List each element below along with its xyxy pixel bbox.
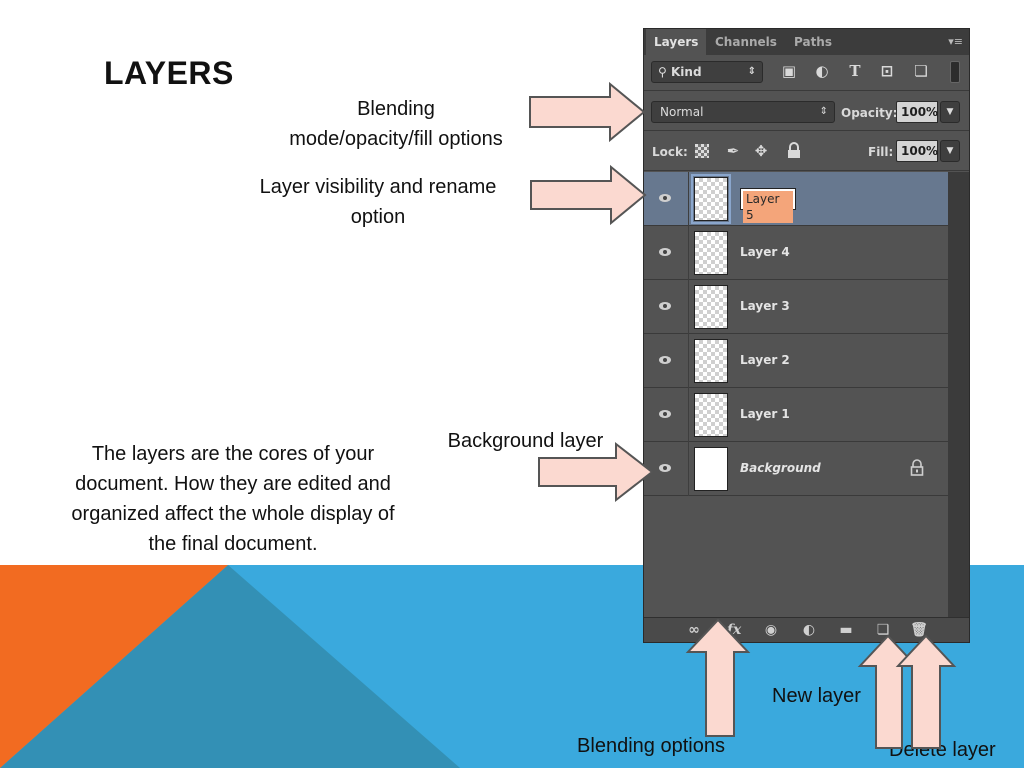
teal-triangle <box>0 565 460 768</box>
layer-thumbnail[interactable] <box>694 339 728 383</box>
select-arrows-icon: ⇕ <box>747 66 756 77</box>
layer-name[interactable]: Layer 4 <box>740 245 790 259</box>
visibility-eye-icon[interactable] <box>657 190 673 206</box>
image-filter-icon[interactable]: ▣ <box>781 62 797 80</box>
visibility-separator <box>688 442 689 496</box>
caption-blending: Blending mode/opacity/fill options <box>256 94 536 154</box>
visibility-eye-icon[interactable] <box>657 244 673 260</box>
layer-rename-input[interactable]: Layer 5 <box>740 188 796 223</box>
type-filter-icon[interactable]: T <box>849 62 861 80</box>
layer-row-background[interactable]: Background <box>644 442 948 496</box>
slide-title: LAYERS <box>104 55 234 91</box>
delete-layer-icon[interactable]: 🗑 <box>910 622 928 638</box>
fill-label: Fill: <box>868 145 894 159</box>
fill-value: 100% <box>901 144 939 158</box>
caption-description-line1: The layers are the cores of your <box>91 443 375 465</box>
layer-thumbnail[interactable] <box>694 447 728 491</box>
visibility-eye-icon[interactable] <box>657 352 673 368</box>
layer-thumbnail[interactable] <box>691 174 731 224</box>
orange-triangle <box>0 565 228 768</box>
fill-dropdown-button[interactable]: ▼ <box>940 140 960 162</box>
shape-filter-icon[interactable]: ⊡ <box>880 62 894 80</box>
tab-paths[interactable]: Paths <box>794 35 832 49</box>
caption-blending-line1: Blending <box>357 98 435 120</box>
layer-thumbnail[interactable] <box>694 285 728 329</box>
link-layers-icon[interactable]: ∞ <box>688 622 700 638</box>
layers-scrollbar[interactable] <box>948 172 969 617</box>
adjustment-layer-icon[interactable]: ◐ <box>802 622 816 638</box>
tab-channels[interactable]: Channels <box>715 35 777 49</box>
layer-row-5[interactable]: Layer 5 <box>644 172 948 226</box>
caption-description-line3: organized affect the whole display of <box>71 503 395 525</box>
visibility-eye-icon[interactable] <box>657 460 673 476</box>
visibility-eye-icon[interactable] <box>657 298 673 314</box>
lock-position-icon[interactable]: ✥ <box>754 142 768 160</box>
opacity-label: Opacity: <box>841 106 898 120</box>
adjustment-filter-icon[interactable]: ◐ <box>815 62 829 80</box>
layer-name-editing: Layer 5 <box>743 191 793 223</box>
visibility-separator <box>688 388 689 442</box>
layer-name[interactable]: Layer 3 <box>740 299 790 313</box>
caption-description: The layers are the cores of your documen… <box>28 439 438 559</box>
caption-blending-line2: mode/opacity/fill options <box>289 128 503 150</box>
caption-visibility-line1: Layer visibility and rename <box>259 176 497 198</box>
caption-description-line4: the final document. <box>148 533 318 555</box>
panel-divider <box>644 130 969 131</box>
lock-all-icon[interactable] <box>787 142 801 159</box>
visibility-separator <box>688 334 689 388</box>
caption-blending-options: Blending options <box>577 735 725 757</box>
caption-description-line2: document. How they are edited and <box>75 473 391 495</box>
layer-thumbnail[interactable] <box>694 393 728 437</box>
visibility-separator <box>688 280 689 334</box>
add-mask-icon[interactable]: ◉ <box>764 622 778 638</box>
panel-tab-bar: Layers Channels Paths ▾≡ <box>644 29 969 55</box>
filter-toggle-icon[interactable] <box>950 61 960 83</box>
arrow-blending <box>529 81 646 143</box>
caption-visibility-line2: option <box>350 206 406 228</box>
layer-name[interactable]: Layer 1 <box>740 407 790 421</box>
slide-background-triangles <box>0 565 460 768</box>
caption-visibility: Layer visibility and rename option <box>228 172 528 232</box>
blend-mode-value: Normal <box>660 105 704 119</box>
search-icon: ⚲ <box>658 65 667 79</box>
new-layer-icon[interactable]: ❏ <box>876 622 890 638</box>
visibility-separator <box>688 172 689 226</box>
select-arrows-icon: ⇕ <box>819 106 828 117</box>
panel-bottom-bar: ∞ fx ◉ ◐ ▬ ❏ 🗑 <box>644 617 969 642</box>
layer-row-3[interactable]: Layer 3 <box>644 280 948 334</box>
opacity-input[interactable]: 100% <box>896 101 938 123</box>
fill-input[interactable]: 100% <box>896 140 938 162</box>
fx-icon[interactable]: fx <box>726 622 742 638</box>
opacity-value: 100% <box>901 105 939 119</box>
visibility-eye-icon[interactable] <box>657 406 673 422</box>
lock-icon[interactable] <box>910 459 924 477</box>
layers-list: Layer 5 Layer 4 Layer 3 Layer 2 Layer 1 <box>644 172 948 496</box>
caption-background-layer: Background layer <box>447 430 604 452</box>
tab-layers[interactable]: Layers <box>646 29 707 55</box>
caption-delete-layer: Delete layer <box>889 739 996 761</box>
panel-menu-icon[interactable]: ▾≡ <box>948 35 963 48</box>
filter-kind-label: Kind <box>670 65 702 79</box>
arrow-visibility <box>530 164 647 226</box>
lock-label: Lock: <box>652 145 688 159</box>
blend-mode-select[interactable]: Normal ⇕ <box>651 101 835 123</box>
panel-divider <box>644 170 969 171</box>
layer-name[interactable]: Layer 2 <box>740 353 790 367</box>
panel-divider <box>644 90 969 91</box>
lock-transparent-pixels-icon[interactable] <box>695 144 709 158</box>
layer-thumbnail[interactable] <box>694 231 728 275</box>
layer-row-2[interactable]: Layer 2 <box>644 334 948 388</box>
layer-row-4[interactable]: Layer 4 <box>644 226 948 280</box>
layer-row-1[interactable]: Layer 1 <box>644 388 948 442</box>
caption-new-layer: New layer <box>772 685 861 707</box>
visibility-separator <box>688 226 689 280</box>
layers-panel: Layers Channels Paths ▾≡ ⚲ Kind ⇕ ▣ ◐ T … <box>643 28 970 643</box>
smart-object-filter-icon[interactable]: ❏ <box>914 62 928 80</box>
lock-image-pixels-icon[interactable]: ✒ <box>726 142 740 160</box>
filter-kind-select[interactable]: ⚲ Kind ⇕ <box>651 61 763 83</box>
layer-name[interactable]: Background <box>740 461 821 475</box>
opacity-dropdown-button[interactable]: ▼ <box>940 101 960 123</box>
new-group-icon[interactable]: ▬ <box>839 622 853 638</box>
